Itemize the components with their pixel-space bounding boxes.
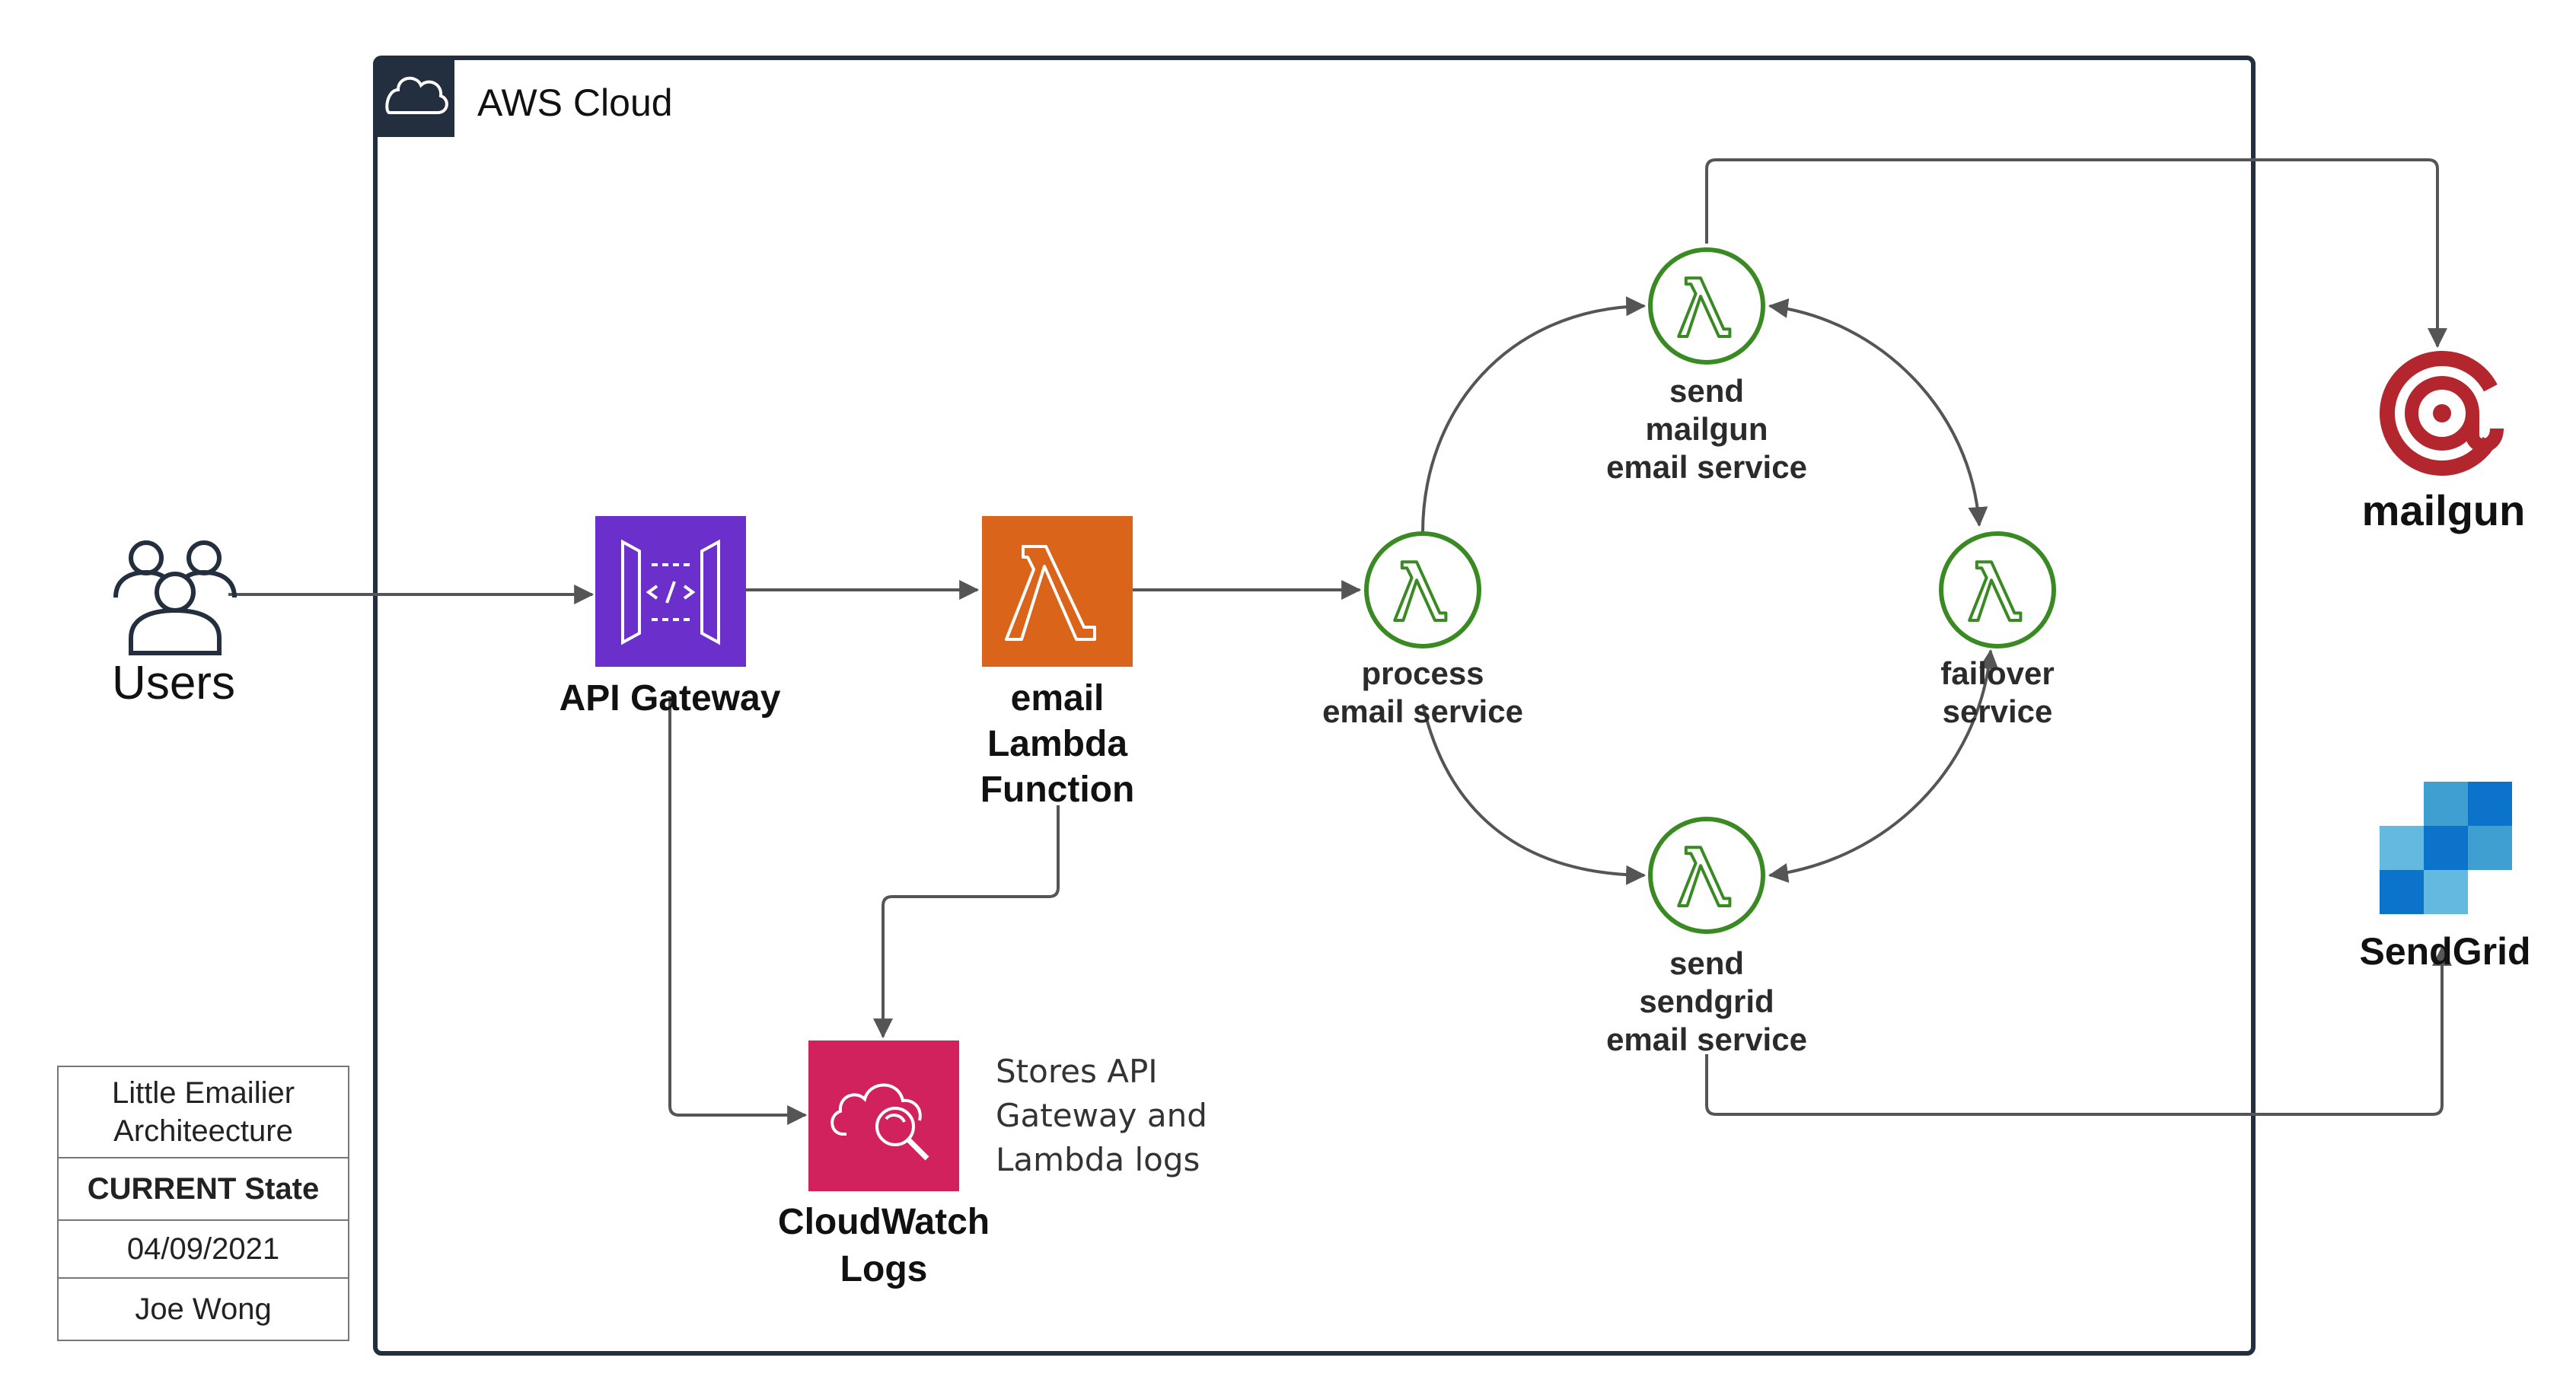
users-node: Users xyxy=(112,540,237,709)
email-lambda-line-1: email xyxy=(1011,678,1105,719)
lambda-icon xyxy=(1677,276,1732,339)
send-mailgun-line-1: send xyxy=(1669,373,1744,409)
lambda-icon xyxy=(1005,545,1096,641)
failover-service-node xyxy=(1939,531,2056,649)
email-lambda-node: email Lambda Function xyxy=(980,516,1135,810)
cloudwatch-note-line-1: Stores API xyxy=(996,1053,1158,1090)
users-icon xyxy=(113,540,237,655)
email-lambda-tile xyxy=(982,516,1133,667)
aws-cloud-group: AWS Cloud xyxy=(373,56,2256,1356)
author-row: Joe Wong xyxy=(59,1279,348,1340)
lambda-icon xyxy=(1393,560,1448,623)
send-mailgun-line-3: email service xyxy=(1606,449,1807,485)
mailgun-node: mailgun xyxy=(2362,351,2526,534)
sendgrid-logo-icon xyxy=(2380,782,2512,914)
mailgun-at-icon xyxy=(2380,351,2504,476)
cloudwatch-line-2: Logs xyxy=(840,1249,928,1289)
lambda-to-cloudwatch-arrow xyxy=(873,805,1060,1039)
sendgrid-label: SendGrid xyxy=(2359,930,2530,973)
mailgun-failover-arrow xyxy=(1768,298,1988,527)
cloudwatch-note-line-3: Lambda logs xyxy=(996,1141,1200,1178)
users-label: Users xyxy=(112,657,235,709)
email-lambda-line-3: Function xyxy=(980,770,1135,810)
cloudwatch-line-1: CloudWatch xyxy=(778,1202,990,1242)
date-label: 04/09/2021 xyxy=(126,1232,280,1266)
send-mailgun-line-2: mailgun xyxy=(1645,411,1768,447)
email-lambda-line-2: Lambda xyxy=(987,724,1127,764)
process-email-service-node xyxy=(1364,531,1481,649)
mailgun-label: mailgun xyxy=(2362,486,2526,534)
aws-cloud-label: AWS Cloud xyxy=(477,81,673,124)
mailgun-to-external-arrow xyxy=(1705,158,2447,349)
send-sendgrid-service-node xyxy=(1648,817,1765,934)
sendgrid-node: SendGrid xyxy=(2359,782,2531,973)
date-row: 04/09/2021 xyxy=(59,1221,348,1279)
connectors xyxy=(228,158,2452,1125)
lambda-icon xyxy=(1677,846,1732,908)
apigw-to-cloudwatch-arrow xyxy=(668,696,808,1125)
process-line-2: email service xyxy=(1322,693,1523,729)
cloudwatch-note-line-2: Gateway and xyxy=(996,1097,1207,1134)
api-gateway-label: API Gateway xyxy=(560,678,781,719)
send-sendgrid-line-3: email service xyxy=(1606,1021,1807,1057)
lambda-icon xyxy=(1968,560,2023,623)
failover-line-2: service xyxy=(1943,693,2053,729)
author-label: Joe Wong xyxy=(135,1292,272,1326)
service-nodes: process email service send mailgun email… xyxy=(1322,247,2056,1057)
process-line-1: process xyxy=(1361,655,1484,691)
send-mailgun-service-node xyxy=(1648,247,1765,365)
title-line-2: Architeecture xyxy=(113,1114,293,1148)
cloudwatch-tile xyxy=(808,1040,959,1191)
title-line-1: Little Emailier xyxy=(111,1076,295,1110)
send-sendgrid-line-1: send xyxy=(1669,945,1744,981)
cloudwatch-icon xyxy=(831,1083,929,1161)
title-row: Little Emailier Architeecture xyxy=(59,1067,348,1158)
sendgrid-to-external-arrow xyxy=(1705,945,2452,1116)
state-row: CURRENT State xyxy=(59,1158,348,1221)
process-to-mailgun-arrow xyxy=(1421,296,1647,534)
sendgrid-failover-arrow xyxy=(1768,649,1999,883)
api-gateway-node: API Gateway xyxy=(560,516,781,719)
send-sendgrid-line-2: sendgrid xyxy=(1639,983,1774,1019)
process-to-sendgrid-arrow xyxy=(1421,703,1647,885)
state-label: CURRENT State xyxy=(87,1172,320,1206)
title-block: Little Emailier Architeecture CURRENT St… xyxy=(57,1066,349,1341)
cloud-icon xyxy=(385,77,448,114)
cloudwatch-node: CloudWatch Logs Stores API Gateway and L… xyxy=(778,1040,1207,1289)
api-gateway-icon xyxy=(621,539,720,645)
failover-line-1: failover xyxy=(1940,655,2054,691)
